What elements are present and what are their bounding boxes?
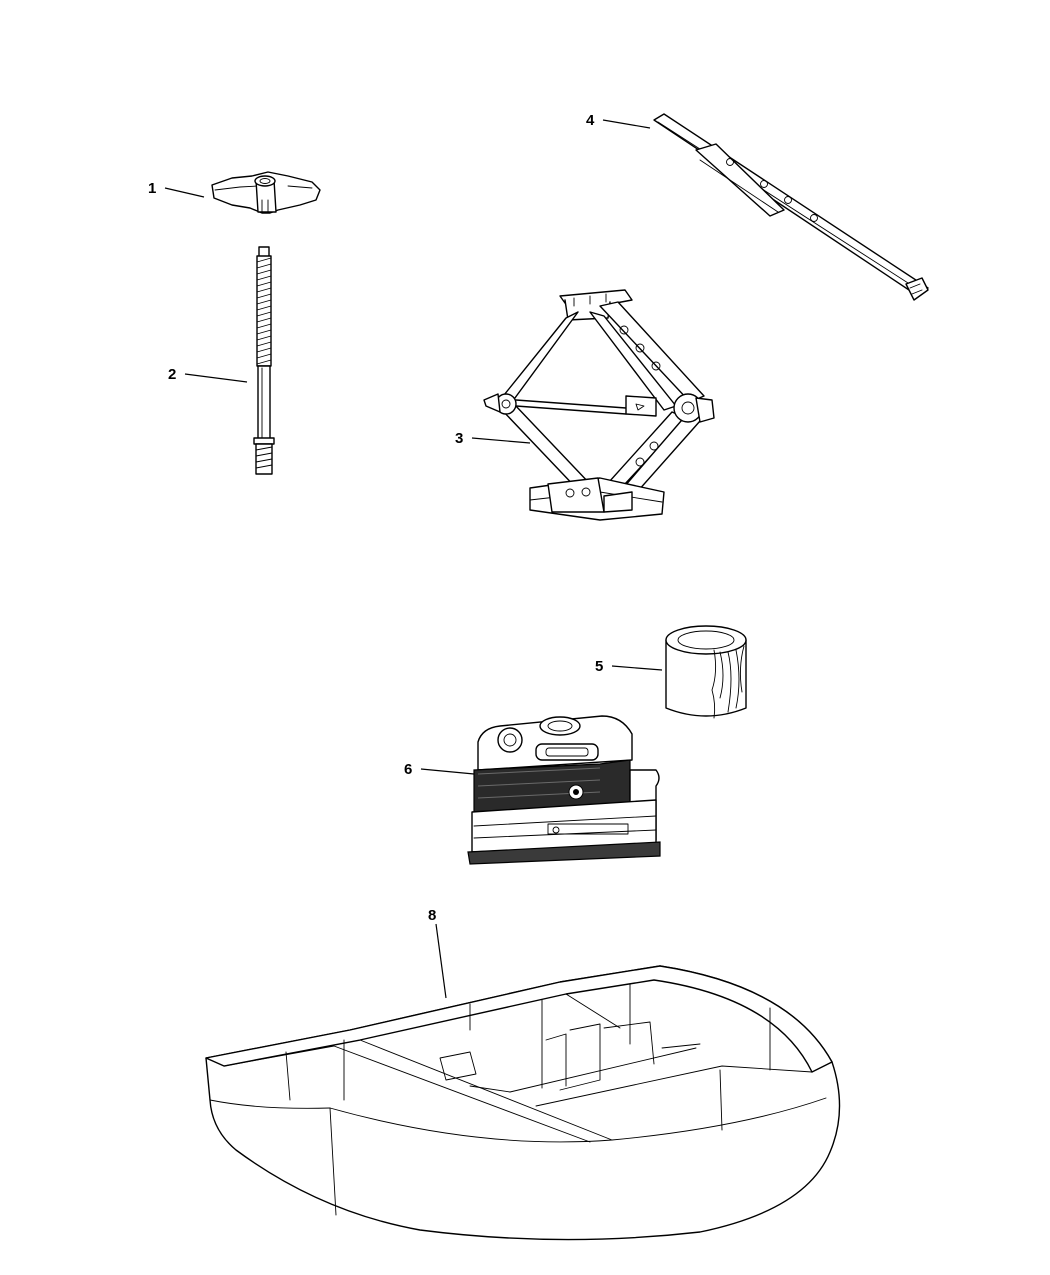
callout-2: 2 bbox=[168, 366, 176, 383]
part-3-scissor-jack bbox=[483, 289, 715, 521]
callout-1: 1 bbox=[148, 180, 156, 197]
part-8-storage-tray bbox=[205, 965, 841, 1241]
callout-3: 3 bbox=[455, 430, 463, 447]
callout-5: 5 bbox=[595, 658, 603, 675]
leader-3 bbox=[471, 437, 531, 444]
leader-2 bbox=[184, 373, 248, 383]
callout-6: 6 bbox=[404, 761, 412, 778]
leader-4 bbox=[602, 119, 651, 129]
part-5-sealant-canister bbox=[665, 625, 747, 719]
part-2-threaded-rod bbox=[253, 246, 275, 475]
leader-1 bbox=[164, 187, 205, 198]
leader-6 bbox=[420, 768, 475, 775]
part-6-air-compressor bbox=[467, 715, 661, 865]
callout-8: 8 bbox=[428, 907, 436, 924]
part-1-wing-nut bbox=[211, 171, 321, 214]
leader-5 bbox=[611, 665, 663, 671]
leader-8 bbox=[435, 923, 447, 999]
part-4-jack-handle bbox=[653, 113, 929, 301]
callout-4: 4 bbox=[586, 112, 595, 129]
